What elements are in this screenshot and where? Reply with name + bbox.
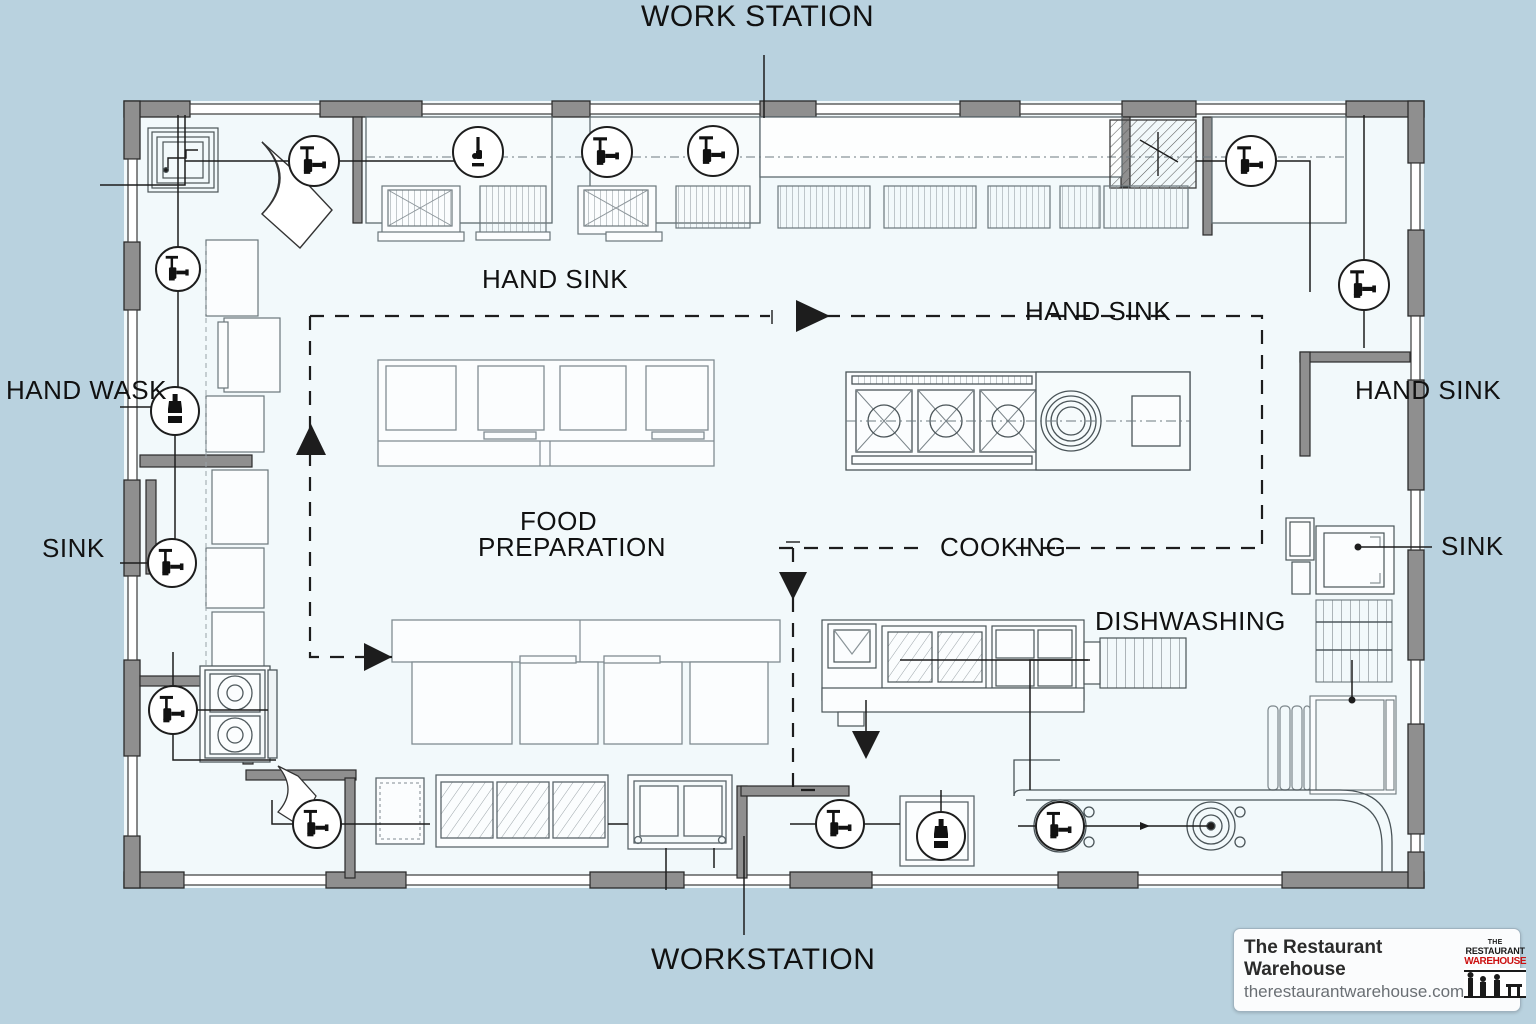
faucet-icon-12[interactable]: [815, 799, 865, 849]
workflow-arrowheads: [296, 300, 880, 759]
top-left-equipment: [147, 127, 219, 193]
faucet-icon-10[interactable]: [148, 685, 198, 735]
brand-title: The Restaurant Warehouse: [1244, 937, 1383, 981]
bottom-sink-run: [375, 774, 733, 850]
label-hand-sink-center: HAND SINK: [482, 264, 629, 294]
soap-icon-8[interactable]: [150, 386, 200, 436]
faucet-icon-4[interactable]: [687, 125, 739, 177]
brand-mark-line1: THE: [1487, 939, 1503, 946]
label-sink-right: SINK: [1441, 531, 1504, 561]
faucet-icon-14[interactable]: [1035, 801, 1085, 851]
brand-logo-card[interactable]: The Restaurant Warehouse therestaurantwa…: [1233, 928, 1527, 1012]
brand-mark-illustration: [1464, 968, 1527, 998]
window-bands: [127, 103, 1421, 886]
workflow-path: [308, 314, 1264, 792]
fixture-icons: [147, 125, 1390, 861]
right-shelving: [1267, 599, 1397, 795]
faucet-icon-2[interactable]: [452, 126, 504, 178]
workflow-ticks: [771, 310, 800, 543]
brand-mark-line2: RESTAURANT: [1465, 946, 1526, 956]
label-work-station-top: WORK STATION: [641, 0, 875, 33]
prep-table-lower: [391, 619, 781, 745]
cooking-range: [845, 371, 1191, 471]
top-undercounter-units: [377, 185, 1189, 242]
brand-text-block: The Restaurant Warehouse therestaurantwa…: [1244, 937, 1464, 1002]
soap-icon-13[interactable]: [916, 811, 966, 861]
label-hand-sink-right-upper: HAND SINK: [1025, 296, 1172, 326]
faucet-icon-6[interactable]: [1338, 259, 1390, 311]
label-food-preparation-line1: FOOD: [520, 506, 598, 536]
faucet-icon-7[interactable]: [155, 246, 201, 292]
door-swing-top-left: [260, 141, 333, 250]
label-dishwashing: DISHWASHING: [1095, 606, 1286, 636]
faucet-icon-1[interactable]: [288, 135, 340, 187]
faucet-icon-5[interactable]: [1225, 135, 1277, 187]
label-workstation-bottom: WORKSTATION: [651, 943, 876, 976]
faucet-icon-9[interactable]: [147, 538, 197, 588]
plumbing-lines: [100, 55, 1432, 935]
label-hand-wash-left: HAND WASK: [6, 375, 167, 405]
brand-mark-line3: WAREHOUSE: [1464, 956, 1527, 967]
left-wall-equipment: [205, 239, 281, 673]
brand-url[interactable]: therestaurantwarehouse.com: [1244, 982, 1465, 1002]
brand-mark-icon: THE RESTAURANT WAREHOUSE: [1464, 939, 1527, 1001]
right-sink-unit: [1285, 517, 1395, 595]
faucet-icon-11[interactable]: [292, 799, 342, 849]
label-cooking: COOKING: [940, 532, 1067, 562]
label-sink-left: SINK: [42, 533, 105, 563]
left-range-unit: [199, 665, 278, 763]
label-hand-sink-right: HAND SINK: [1355, 375, 1502, 405]
faucet-icon-3[interactable]: [581, 126, 633, 178]
prep-table-upper: [377, 359, 715, 467]
label-food-preparation-line2: PREPARATION: [478, 532, 667, 562]
